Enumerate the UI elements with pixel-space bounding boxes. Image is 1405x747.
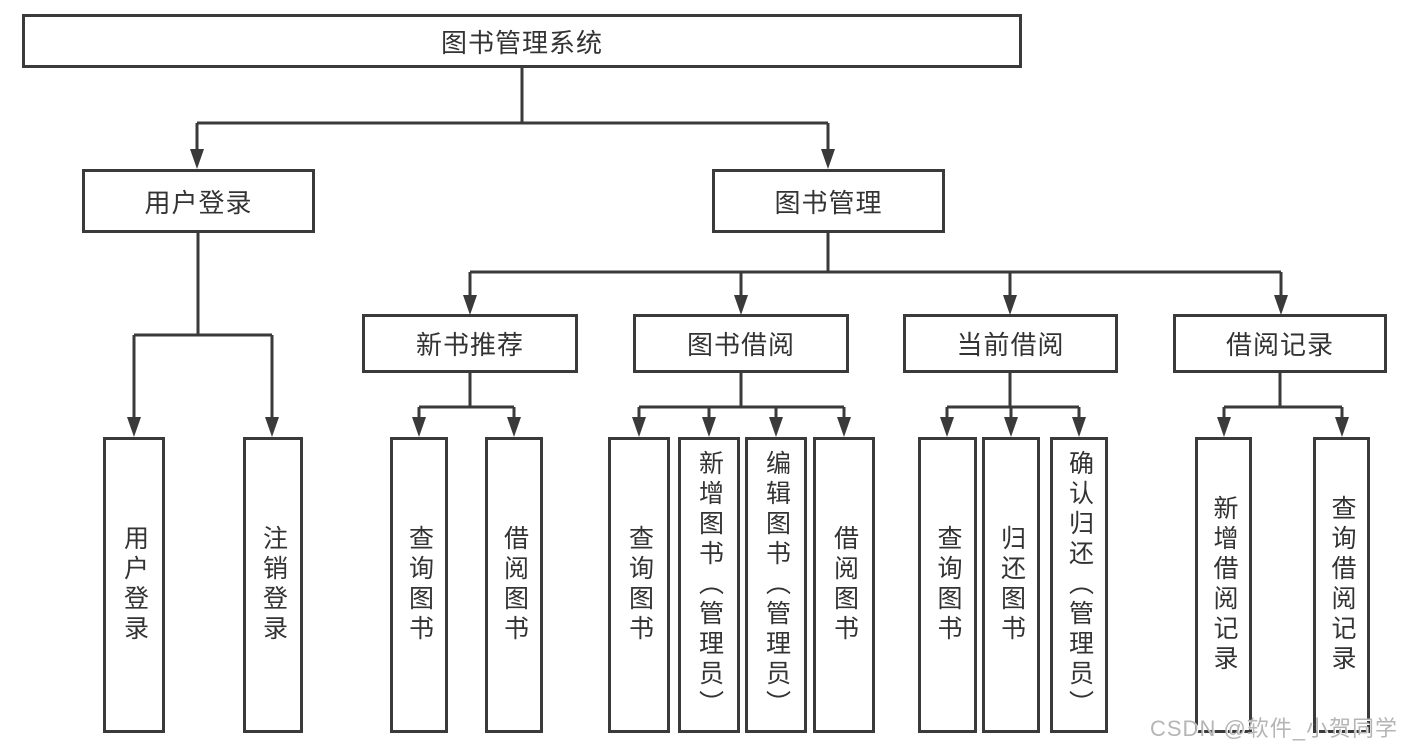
node-label: 新增借阅记录 [1210, 495, 1238, 675]
node-label: 借阅图书 [830, 525, 859, 645]
node-label: 确认归还（管理员） [1065, 450, 1094, 720]
arrowhead [265, 417, 279, 437]
node-user-login: 用户登录 [82, 169, 315, 233]
node-label: 用户登录 [144, 187, 253, 218]
node-label: 用户登录 [120, 525, 149, 645]
node-label: 新增图书（管理员） [695, 450, 724, 720]
edge-bookmgmt-to-level3 [468, 233, 1283, 298]
arrowhead [190, 149, 204, 169]
node-label: 图书管理系统 [440, 27, 603, 58]
leaf-borrow-books: 借阅图书 [813, 437, 875, 733]
node-root-library-system: 图书管理系统 [22, 14, 1022, 68]
node-label: 新书推荐 [415, 330, 524, 360]
leaf-query-books-current: 查询图书 [918, 437, 977, 733]
leaf-user-login: 用户登录 [103, 437, 165, 733]
arrowhead [127, 417, 141, 437]
edge-current-to-leaves [945, 373, 1081, 421]
node-label: 借阅图书 [500, 525, 529, 645]
node-label: 注销登录 [259, 525, 288, 645]
edge-records-to-leaves [1222, 373, 1344, 421]
arrowhead [769, 417, 783, 437]
edge-userlogin-to-leaves [132, 233, 274, 421]
leaf-query-borrow-record: 查询借阅记录 [1313, 437, 1370, 733]
node-label: 图书管理 [774, 187, 883, 218]
node-label: 当前借阅 [956, 330, 1065, 360]
leaf-query-books-recommend: 查询图书 [390, 437, 448, 733]
leaf-logout: 注销登录 [243, 437, 303, 733]
arrowhead [463, 295, 477, 315]
node-new-book-recommend: 新书推荐 [362, 314, 578, 373]
arrowhead [412, 417, 426, 437]
node-label: 查询图书 [625, 525, 654, 645]
arrowhead [940, 417, 954, 437]
node-label: 查询图书 [405, 525, 434, 645]
leaf-query-books-borrow: 查询图书 [608, 437, 670, 733]
edge-newbook-to-leaves [417, 373, 516, 421]
node-label: 图书借阅 [686, 330, 795, 360]
node-borrow-records: 借阅记录 [1173, 314, 1387, 373]
arrowhead [507, 417, 521, 437]
node-book-management: 图书管理 [712, 169, 945, 233]
node-book-borrow: 图书借阅 [633, 314, 849, 373]
tree-edges [132, 68, 1344, 421]
arrowhead [821, 149, 835, 169]
node-label: 归还图书 [997, 525, 1026, 645]
arrowhead [1217, 417, 1231, 437]
leaf-add-books-admin: 新增图书（管理员） [678, 437, 740, 733]
leaf-edit-books-admin: 编辑图书（管理员） [745, 437, 807, 733]
node-label: 借阅记录 [1225, 330, 1334, 360]
arrowhead [1072, 417, 1086, 437]
arrowheads [127, 149, 1349, 437]
arrowhead [632, 417, 646, 437]
arrowhead [1004, 417, 1018, 437]
edge-root-to-level2 [195, 68, 830, 152]
node-label: 编辑图书（管理员） [762, 450, 791, 720]
csdn-watermark: CSDN @软件_小贺同学 [1150, 716, 1399, 741]
arrowhead [1335, 417, 1349, 437]
node-label: 查询借阅记录 [1328, 495, 1356, 675]
node-label: 查询图书 [934, 525, 962, 645]
arrowhead [1003, 295, 1017, 315]
leaf-borrow-books-recommend: 借阅图书 [485, 437, 543, 733]
arrowhead [1274, 295, 1288, 315]
arrowhead [837, 417, 851, 437]
arrowhead [702, 417, 716, 437]
edge-borrow-to-leaves [637, 373, 846, 421]
node-current-borrow: 当前借阅 [903, 314, 1118, 373]
arrowhead [734, 295, 748, 315]
leaf-add-borrow-record: 新增借阅记录 [1195, 437, 1252, 733]
leaf-return-books: 归还图书 [982, 437, 1040, 733]
leaf-confirm-return-admin: 确认归还（管理员） [1050, 437, 1108, 733]
